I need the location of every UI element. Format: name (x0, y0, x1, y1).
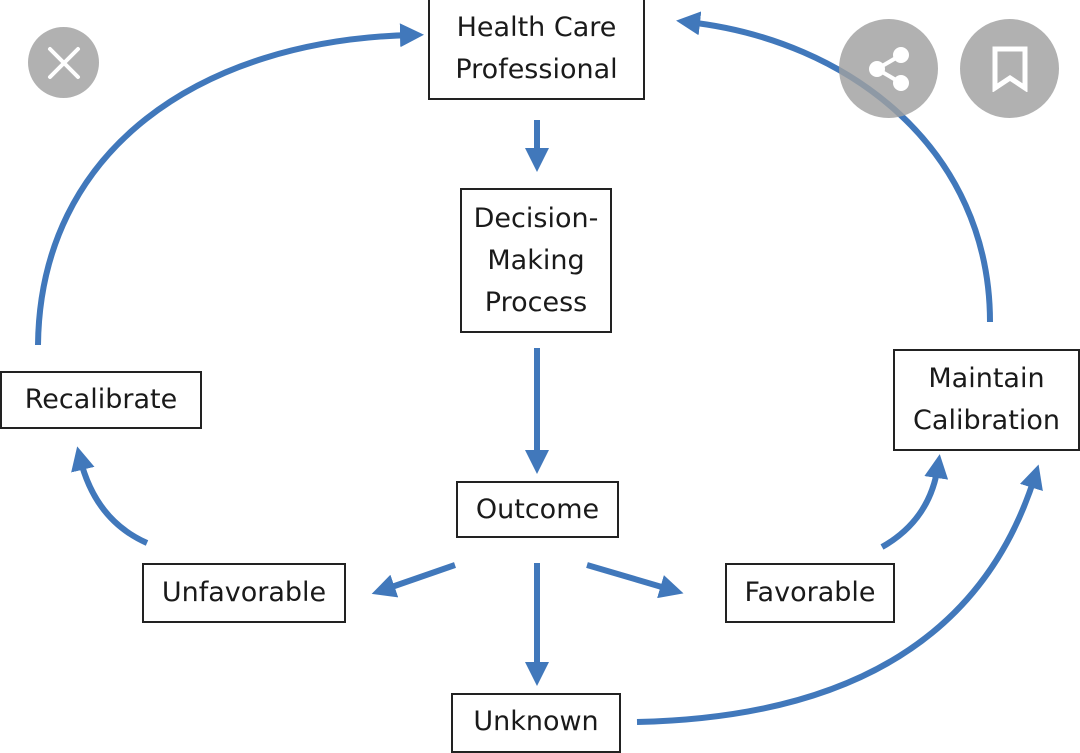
bookmark-button[interactable] (960, 19, 1059, 118)
node-unfavorable: Unfavorable (142, 563, 346, 623)
bookmark-icon (992, 46, 1027, 92)
node-recalibrate: Recalibrate (0, 371, 202, 429)
arrow-unfavorable-to-recalibrate (71, 446, 149, 546)
arrow-unknown-to-maintain (636, 464, 1043, 725)
arrow-outcome-to-favorable (586, 562, 684, 599)
node-favorable: Favorable (725, 563, 895, 623)
arrow-recalibrate-to-hcp (35, 23, 424, 346)
close-icon (47, 46, 80, 79)
node-maintain-calibration: Maintain Calibration (893, 349, 1080, 451)
node-health-care-professional: Health Care Professional (428, 0, 645, 100)
node-unknown: Unknown (451, 693, 621, 753)
share-button[interactable] (839, 19, 938, 118)
arrow-favorable-to-maintain (880, 454, 949, 550)
node-outcome: Outcome (456, 481, 619, 538)
share-icon (868, 46, 909, 91)
close-button[interactable] (28, 27, 99, 98)
node-decision-making-process: Decision-Making Process (460, 188, 612, 333)
arrow-outcome-to-unfavorable (371, 562, 456, 598)
